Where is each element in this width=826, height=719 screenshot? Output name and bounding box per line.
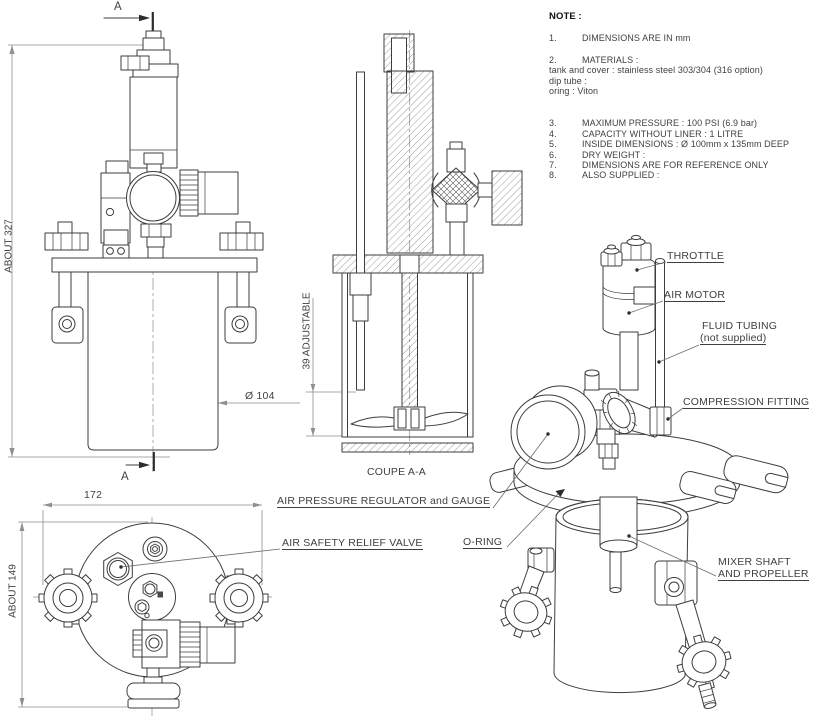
- top-wing-knob-right: [209, 568, 269, 628]
- front-lid-plate: [51, 257, 258, 273]
- front-tank-body: [87, 271, 219, 451]
- note-item-4: 4. CAPACITY WITHOUT LINER : 1 LITRE: [549, 129, 825, 139]
- note-number: 8.: [549, 170, 557, 181]
- callout-fluid-tubing-line1: FLUID TUBING: [702, 320, 778, 332]
- note-text: MATERIALS :: [582, 54, 639, 65]
- dim-height-overall: ABOUT 327: [3, 219, 15, 273]
- section-dip-tube: [349, 71, 372, 391]
- section-tank: [341, 272, 474, 453]
- note-number: 1.: [549, 33, 557, 44]
- callout-regulator-gauge: AIR PRESSURE REGULATOR and GAUGE: [277, 495, 491, 508]
- isometric-view: [489, 235, 789, 709]
- dim-depth-overall: ABOUT 149: [7, 564, 19, 618]
- iso-air-motor: [602, 256, 656, 391]
- callout-mixer-line2: AND PROPELLER: [718, 568, 809, 581]
- note-item-2: 2. MATERIALS :: [549, 55, 825, 65]
- callout-compression-fitting: COMPRESSION FITTING: [683, 396, 810, 409]
- iso-knurled-ring: [600, 391, 638, 435]
- note-number: 2.: [549, 54, 557, 65]
- note-text: DRY WEIGHT :: [582, 149, 646, 160]
- note-number: 3.: [549, 118, 557, 129]
- front-view: [8, 12, 300, 472]
- dim-adjustable: 39 ADJUSTABLE: [301, 292, 313, 370]
- dim-tank-diameter: Ø 104: [245, 390, 275, 402]
- section-valve: [431, 141, 523, 256]
- section-view-caption: COUPE A-A: [367, 466, 426, 478]
- front-air-motor: [120, 30, 179, 169]
- top-relief-valve: [103, 552, 133, 586]
- iso-lid-ear-1: [723, 455, 789, 494]
- callout-o-ring: O-RING: [463, 536, 503, 549]
- callout-fluid-tubing-line2: (not supplied): [700, 332, 767, 345]
- note-materials-tank: tank and cover : stainless steel 303/304…: [549, 65, 763, 76]
- iso-lid-ear-2: [679, 470, 737, 505]
- callout-mixer-line1: MIXER SHAFT: [718, 556, 791, 568]
- note-item-6: 6. DRY WEIGHT :: [549, 150, 825, 160]
- top-view: [18, 502, 272, 716]
- note-item-3: 3. MAXIMUM PRESSURE : 100 PSI (6.9 bar): [549, 118, 825, 128]
- top-center-assembly: [128, 573, 176, 621]
- front-regulator-gauge: [100, 152, 239, 259]
- callout-air-motor: AIR MOTOR: [664, 289, 726, 302]
- note-text: MAXIMUM PRESSURE : 100 PSI (6.9 bar): [582, 118, 758, 129]
- front-lid-tank: [44, 221, 264, 451]
- iso-compression-fitting: [649, 406, 672, 436]
- section-lid: [332, 254, 484, 274]
- callout-throttle: THROTTLE: [667, 250, 725, 263]
- propeller-blade-left: [350, 416, 395, 428]
- note-materials-diptube: dip tube :: [549, 75, 588, 86]
- top-regulator: [126, 619, 236, 709]
- note-materials-oring: oring : Viton: [549, 86, 599, 97]
- section-marker-a-bottom: A: [121, 471, 129, 483]
- iso-throttle: [620, 235, 652, 261]
- notes-heading: NOTE :: [549, 11, 582, 22]
- section-mixer-shaft: [350, 272, 469, 431]
- top-fitting: [142, 536, 168, 562]
- iso-mixer-shaft: [599, 496, 638, 593]
- notes-block: NOTE : 1. DIMENSIONS ARE IN mm 2. MATERI…: [549, 11, 825, 181]
- iso-swing-bolt-left: [499, 547, 555, 639]
- top-gauge: [126, 682, 181, 700]
- note-number: 6.: [549, 149, 557, 160]
- note-number: 7.: [549, 160, 557, 171]
- front-gauge-dial: [126, 171, 180, 225]
- section-marker-a-top: A: [114, 1, 122, 13]
- iso-gauge: [510, 385, 598, 470]
- note-item-8: 8. ALSO SUPPLIED :: [549, 170, 825, 180]
- section-view: [306, 30, 523, 455]
- leader-lines: [119, 261, 717, 577]
- note-text: CAPACITY WITHOUT LINER : 1 LITRE: [582, 128, 744, 139]
- note-number: 5.: [549, 139, 557, 150]
- note-item-5: 5. INSIDE DIMENSIONS : Ø 100mm x 135mm D…: [549, 139, 825, 149]
- iso-small-hex-fitting: [600, 244, 623, 267]
- note-text: ALSO SUPPLIED :: [582, 170, 660, 181]
- section-motor-column: [383, 33, 434, 254]
- note-number: 4.: [549, 128, 557, 139]
- top-tiny-marking: [157, 591, 163, 598]
- iso-swing-bolt-right: [654, 560, 732, 709]
- callout-safety-valve: AIR SAFETY RELIEF VALVE: [282, 537, 423, 550]
- note-text: DIMENSIONS ARE FOR REFERENCE ONLY: [582, 160, 769, 171]
- note-text: DIMENSIONS ARE IN mm: [582, 33, 691, 44]
- dim-width-overall: 172: [84, 489, 103, 501]
- top-wing-knob-left: [38, 568, 98, 628]
- note-item-1: 1. DIMENSIONS ARE IN mm: [549, 33, 825, 43]
- note-text: INSIDE DIMENSIONS : Ø 100mm x 135mm DEEP: [582, 139, 790, 150]
- note-item-7: 7. DIMENSIONS ARE FOR REFERENCE ONLY: [549, 160, 825, 170]
- iso-regulator-assembly: [510, 369, 672, 470]
- propeller-blade-right: [424, 411, 469, 427]
